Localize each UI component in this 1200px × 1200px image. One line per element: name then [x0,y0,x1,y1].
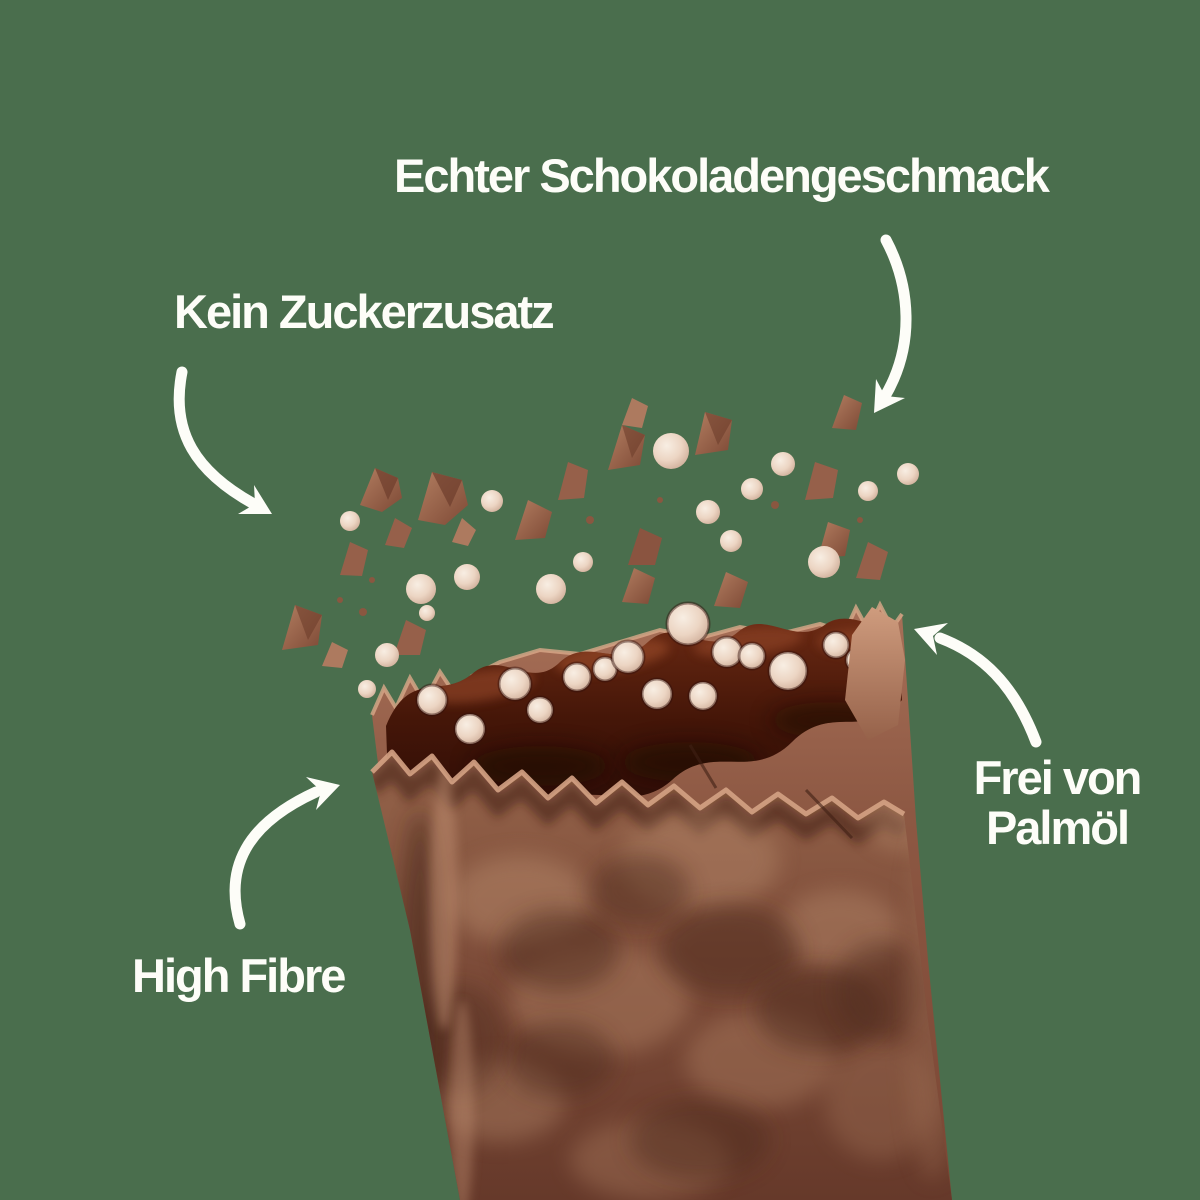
flying-chocolate-shards [282,395,888,668]
front-rim-highlight [370,749,906,821]
arrow-bottom-claim [229,777,340,930]
label-echter-schokoladengeschmack: Echter Schokoladengeschmack [394,149,1050,202]
chocolate-bar [370,600,952,1200]
bar-right-rim-flap [845,607,905,740]
label-frei-von-palmoel-line-2: Palmöl [985,801,1130,854]
arrow-left-claim [173,366,272,514]
label-high-fibre: High Fibre [132,949,346,1002]
coating-crack-2 [804,788,854,840]
arrow-right-claim [914,623,1042,748]
label-frei-von-palmoel-line-1: Frei von [973,751,1143,804]
coating-crack-1 [688,744,718,789]
label-kein-zuckerzusatz: Kein Zuckerzusatz [174,285,555,338]
label-frei-von-palmoel: Frei von Palmöl [942,753,1172,853]
flying-crispies [340,433,919,698]
arrow-top-claim [874,234,912,413]
